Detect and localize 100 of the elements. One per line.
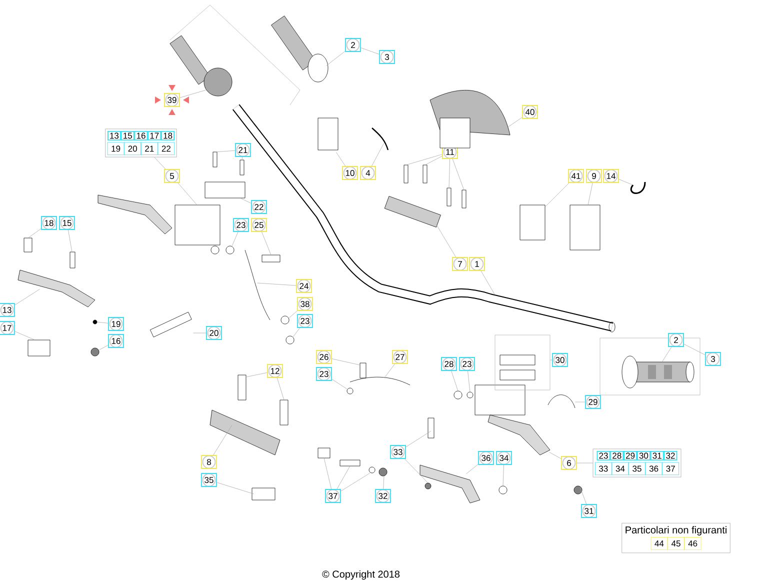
o-rings xyxy=(210,246,234,254)
leader-line xyxy=(154,157,166,170)
leader-line xyxy=(28,228,42,238)
callout-number: 28 xyxy=(441,357,457,371)
leader-line xyxy=(406,154,442,166)
leader-line xyxy=(383,476,384,490)
callout-number: 33 xyxy=(390,445,406,459)
leader-line xyxy=(588,182,593,205)
spring xyxy=(318,448,330,458)
callout-number: 12 xyxy=(267,364,283,378)
callout-number: 39 xyxy=(164,93,180,107)
leader-line xyxy=(549,452,562,459)
handlebar xyxy=(232,104,616,332)
leader-line xyxy=(14,331,35,340)
callout-number: 14 xyxy=(603,169,619,183)
washer xyxy=(346,388,354,394)
leader-line xyxy=(404,458,428,483)
callout-number: 31 xyxy=(581,504,597,518)
clamp-half xyxy=(548,394,576,408)
lever xyxy=(420,464,480,504)
grip xyxy=(622,356,694,388)
brake-pads xyxy=(494,334,550,390)
leader-line xyxy=(326,50,346,66)
callout-number: 15 xyxy=(59,216,75,230)
leader-line xyxy=(262,232,272,255)
copyright-note: © Copyright 2018 xyxy=(322,570,400,580)
bolt xyxy=(24,238,32,252)
leader-line xyxy=(545,182,570,207)
screw xyxy=(212,152,218,168)
callout-number: 27 xyxy=(392,350,408,364)
leader-line xyxy=(246,372,268,378)
leader-line xyxy=(451,370,458,391)
leader-line xyxy=(580,487,587,504)
leader-line xyxy=(452,158,464,190)
leader-line xyxy=(340,472,370,492)
leader-line xyxy=(232,232,238,246)
callout-number: 2 xyxy=(345,38,361,52)
callout-number: 23 xyxy=(316,367,332,381)
clamp-insert xyxy=(28,340,50,356)
lever xyxy=(98,194,172,234)
leader-line xyxy=(336,466,350,490)
pin xyxy=(70,252,76,268)
leader-line xyxy=(97,322,108,324)
leader-line xyxy=(193,332,206,334)
callout-number: 6 xyxy=(561,456,577,470)
nut xyxy=(424,482,432,490)
callout-number: 13 xyxy=(0,303,15,317)
leader-line xyxy=(68,230,72,252)
master-cylinder xyxy=(474,384,550,456)
callout-number: 16 xyxy=(108,334,124,348)
leader-line xyxy=(289,310,298,318)
throttle-grip xyxy=(170,35,232,96)
leader-line xyxy=(178,182,198,205)
leader-line xyxy=(468,370,470,392)
nut xyxy=(378,468,388,476)
part-list-box: 13 15 16 17 18 19 20 21 22 xyxy=(105,128,177,158)
lever xyxy=(18,270,96,308)
leader-line xyxy=(360,48,380,54)
leader-line xyxy=(215,150,236,152)
reservoir-cover xyxy=(204,182,246,198)
nut xyxy=(90,348,100,356)
callout-number: 23 xyxy=(459,357,475,371)
callout-number: 18 xyxy=(41,216,57,230)
leader-line xyxy=(425,156,442,166)
callout-number: 30 xyxy=(552,353,568,367)
callout-number: 20 xyxy=(206,326,222,340)
notes-box: Particolari non figuranti 44 45 46 xyxy=(622,522,730,554)
callout-number: 19 xyxy=(108,317,124,331)
leader-line xyxy=(502,464,504,486)
pin xyxy=(340,460,360,466)
leader-line xyxy=(324,458,332,490)
leader-line xyxy=(684,344,706,356)
callout-number: 36 xyxy=(478,451,494,465)
callout-number: 17 xyxy=(0,321,15,335)
leader-line xyxy=(336,152,346,166)
bolt xyxy=(238,374,246,400)
leader-line xyxy=(618,179,633,186)
leader-line xyxy=(332,358,360,366)
leader-line xyxy=(372,143,384,166)
leader-line xyxy=(276,378,284,400)
leader-line xyxy=(257,282,296,286)
leader-line xyxy=(332,379,347,390)
pin-spring xyxy=(150,312,192,338)
leader-line xyxy=(216,482,254,494)
ring xyxy=(466,392,474,398)
part-list-box: 23 28 29 30 31 32 33 34 35 36 37 xyxy=(592,448,682,478)
leader-line xyxy=(240,198,252,204)
clamp-insert xyxy=(252,488,276,500)
ring xyxy=(286,336,294,344)
leader-line xyxy=(213,425,232,456)
clamp xyxy=(210,410,280,456)
leader-line xyxy=(14,288,40,306)
leader-line xyxy=(406,430,431,448)
leader-line xyxy=(436,224,456,258)
nut xyxy=(574,486,582,494)
callout-number: 26 xyxy=(316,350,332,364)
banjo-bolt xyxy=(360,362,366,378)
callout-number: 35 xyxy=(201,473,217,487)
leader-line xyxy=(576,462,593,464)
callout-number: 5 xyxy=(164,169,180,183)
